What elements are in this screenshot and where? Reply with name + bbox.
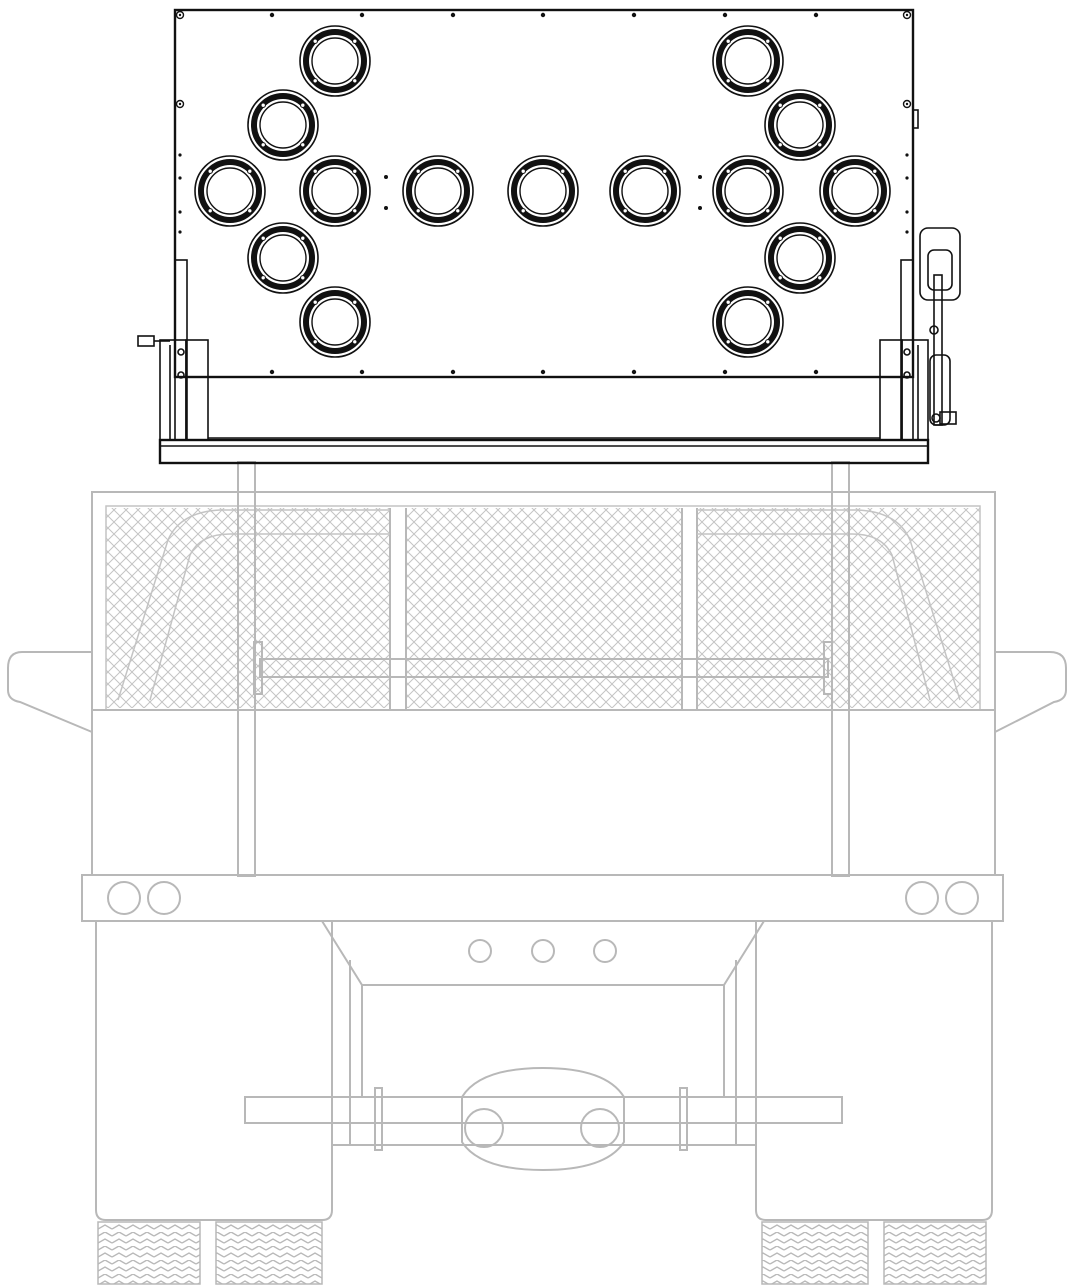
tail-lamp bbox=[905, 881, 939, 915]
lamp bbox=[712, 25, 784, 97]
tail-lamp bbox=[945, 881, 979, 915]
axle-beam bbox=[244, 1096, 843, 1124]
lamp bbox=[764, 222, 836, 294]
axle-hub bbox=[580, 1108, 620, 1148]
sign-base-beam bbox=[158, 438, 930, 465]
clearance-lamp bbox=[531, 939, 555, 963]
mirror-left bbox=[7, 651, 93, 733]
arrow-board bbox=[137, 8, 961, 465]
wheel-tread bbox=[761, 1221, 869, 1285]
lamp bbox=[764, 89, 836, 161]
arrow-board-lamps bbox=[194, 25, 891, 358]
rear-bumper bbox=[81, 874, 1004, 922]
frame-center bbox=[361, 984, 725, 1098]
mesh-panel-center bbox=[406, 508, 682, 708]
lamp bbox=[247, 222, 319, 294]
truck-bed-rear bbox=[91, 709, 996, 876]
wheel-tread bbox=[883, 1221, 987, 1285]
lamp bbox=[712, 155, 784, 227]
lamp bbox=[299, 155, 371, 227]
lamp bbox=[712, 286, 784, 358]
rack-cross-bar bbox=[259, 658, 829, 678]
clearance-lamp bbox=[593, 939, 617, 963]
actuator-housing bbox=[919, 227, 961, 301]
actuator-rod bbox=[933, 274, 943, 426]
latch-left bbox=[137, 335, 155, 347]
mudflap-left bbox=[95, 921, 333, 1221]
hinge-arm-right bbox=[900, 259, 914, 441]
lamp bbox=[194, 155, 266, 227]
clearance-lamp bbox=[468, 939, 492, 963]
lamp bbox=[609, 155, 681, 227]
lamp bbox=[299, 286, 371, 358]
lamp bbox=[402, 155, 474, 227]
wheel-tread bbox=[97, 1221, 201, 1285]
mirror-right bbox=[994, 651, 1067, 733]
tail-lamp bbox=[147, 881, 181, 915]
mudflap-right bbox=[755, 921, 993, 1221]
frame-recess bbox=[321, 920, 765, 986]
differential-housing bbox=[461, 1066, 625, 1172]
wheel-tread bbox=[215, 1221, 323, 1285]
truck-body bbox=[7, 461, 1067, 1285]
mesh-panel-left bbox=[106, 508, 390, 708]
panel-rivets bbox=[175, 10, 912, 375]
tail-lamp bbox=[107, 881, 141, 915]
lamp bbox=[819, 155, 891, 227]
hinge-arm-left bbox=[174, 259, 188, 441]
lamp bbox=[299, 25, 371, 97]
mesh-panel-right bbox=[697, 508, 980, 708]
lamp bbox=[247, 89, 319, 161]
lamp bbox=[507, 155, 579, 227]
axle-hub bbox=[464, 1108, 504, 1148]
